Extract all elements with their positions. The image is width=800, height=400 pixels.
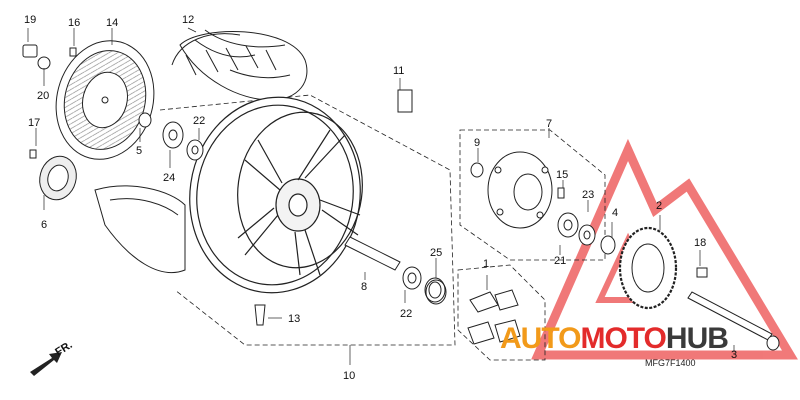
part-label-25: 25 — [430, 247, 442, 259]
driven-flange — [487, 151, 553, 229]
part-label-13: 13 — [288, 313, 300, 325]
leader-lines — [27, 27, 735, 365]
part-label-6: 6 — [41, 219, 47, 231]
part-label-15: 15 — [556, 169, 568, 181]
pulser-ring — [39, 155, 77, 201]
part-label-17: 17 — [28, 117, 40, 129]
part-label-1: 1 — [483, 258, 489, 270]
part-label-9: 9 — [474, 137, 480, 149]
part-label-22a: 22 — [193, 115, 205, 127]
part-label-11: 11 — [393, 65, 404, 77]
wheel-rim — [189, 96, 363, 294]
part-label-10: 10 — [343, 370, 355, 382]
axle-bolt — [687, 291, 780, 351]
part-label-2: 2 — [656, 200, 662, 212]
bearings — [138, 112, 616, 303]
part-labels: 19 16 14 12 20 11 17 22 5 24 6 7 9 15 23… — [24, 14, 737, 382]
watermark-moto: MOTO — [580, 322, 666, 355]
damper-rubbers — [467, 289, 521, 345]
watermark-auto: AUTO — [500, 322, 581, 355]
part-label-19: 19 — [24, 14, 36, 26]
svg-text:AUTOMOTOHUB: AUTOMOTOHUB — [500, 322, 728, 355]
part-label-8: 8 — [361, 281, 367, 293]
sprocket — [618, 226, 678, 310]
diagram-code: MFG7F1400 — [645, 358, 696, 368]
part-label-24: 24 — [163, 172, 175, 184]
part-label-20: 20 — [37, 90, 49, 102]
fasteners — [22, 44, 708, 326]
part-label-16: 16 — [68, 17, 80, 29]
part-label-22b: 22 — [400, 308, 412, 320]
watermark-hub: HUB — [666, 322, 728, 355]
part-label-14: 14 — [106, 17, 118, 29]
watermark-logo: AUTOMOTOHUB — [500, 322, 729, 355]
axle-sleeve — [344, 236, 401, 271]
part-label-3: 3 — [731, 349, 737, 361]
tire — [171, 29, 308, 101]
brake-disc — [55, 40, 155, 160]
part-label-18: 18 — [694, 237, 706, 249]
fender — [94, 185, 186, 274]
part-label-23: 23 — [582, 189, 594, 201]
part-label-4: 4 — [612, 207, 618, 219]
part-label-7: 7 — [546, 118, 552, 130]
part-label-12: 12 — [182, 14, 194, 26]
part-label-21: 21 — [554, 255, 566, 267]
wheel-assembly-outline — [159, 94, 606, 361]
front-direction-arrow: FR. — [30, 339, 75, 376]
part-label-5: 5 — [136, 145, 142, 157]
